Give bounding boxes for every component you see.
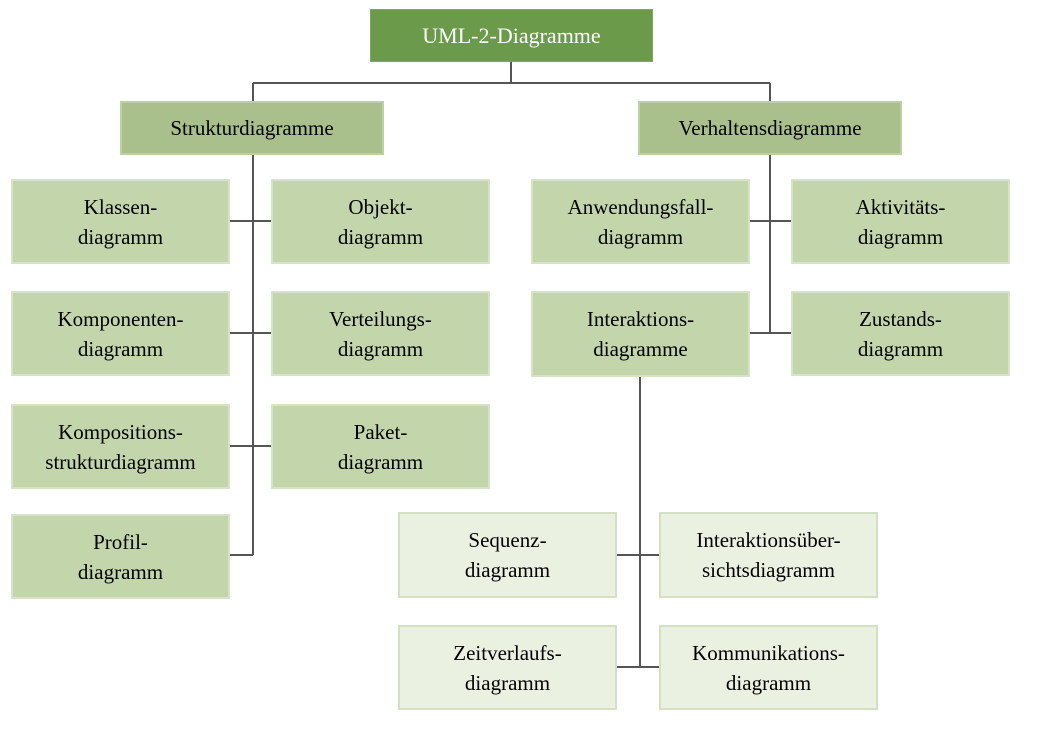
interaction-overview-diagram-line2: sichtsdiagramm: [702, 558, 835, 582]
use-case-diagram-line2: diagramm: [597, 224, 684, 249]
profile-diagram-line2: diagramm: [77, 559, 164, 584]
state-diagram-line1: Zustands-: [859, 306, 942, 331]
profile-diagram-box: Profil- diagramm: [11, 514, 230, 599]
interaction-diagrams-box: Interaktions- diagramme: [531, 291, 750, 377]
state-diagram-box: Zustands- diagramm: [791, 291, 1010, 376]
use-case-diagram-line1: Anwendungsfall-: [567, 194, 714, 219]
class-diagram-box: Klassen- diagramm: [11, 179, 230, 264]
use-case-diagram-box: Anwendungsfall- diagramm: [531, 179, 750, 264]
package-diagram-line1: Paket-: [353, 419, 408, 444]
class-diagram-line1: Klassen-: [83, 194, 158, 219]
deployment-diagram-line1: Verteilungs-: [329, 306, 432, 331]
communication-diagram-line1: Kommunikations-: [692, 640, 845, 665]
interaction-overview-diagram-line1: Interaktionsüber-: [696, 528, 841, 552]
behavior-diagrams-box: Verhaltensdiagramme: [638, 101, 902, 155]
structure-diagrams-label: Strukturdiagramme: [170, 116, 334, 140]
activity-diagram-line2: diagramm: [857, 224, 944, 249]
sequence-diagram-line1: Sequenz-: [468, 528, 547, 552]
structure-diagrams-box: Strukturdiagramme: [120, 101, 384, 155]
component-diagram-box: Komponenten- diagramm: [11, 291, 230, 376]
deployment-diagram-box: Verteilungs- diagramm: [271, 291, 490, 376]
package-diagram-line2: diagramm: [337, 449, 424, 474]
timing-diagram-line2: diagramm: [464, 670, 551, 695]
sequence-diagram-box: Sequenz- diagramm: [398, 512, 617, 598]
object-diagram-line1: Objekt-: [348, 194, 413, 219]
root-label: UML-2-Diagramme: [422, 22, 601, 48]
deployment-diagram-line2: diagramm: [337, 336, 424, 361]
package-diagram-box: Paket- diagramm: [271, 404, 490, 489]
behavior-diagrams-label: Verhaltensdiagramme: [678, 116, 862, 140]
timing-diagram-box: Zeitverlaufs- diagramm: [398, 625, 617, 710]
sequence-diagram-line2: diagramm: [464, 558, 551, 582]
class-diagram-line2: diagramm: [77, 224, 164, 249]
uml-2-diagrams-root-box: UML-2-Diagramme: [370, 9, 653, 62]
communication-diagram-line2: diagramm: [725, 670, 812, 695]
component-diagram-line1: Komponenten-: [57, 306, 184, 331]
object-diagram-box: Objekt- diagramm: [271, 179, 490, 264]
communication-diagram-box: Kommunikations- diagramm: [659, 625, 878, 710]
composite-structure-diagram-line2: strukturdiagramm: [45, 449, 196, 474]
interaction-overview-diagram-box: Interaktionsüber- sichtsdiagramm: [659, 512, 878, 598]
component-diagram-line2: diagramm: [77, 336, 164, 361]
object-diagram-line2: diagramm: [337, 224, 424, 249]
timing-diagram-line1: Zeitverlaufs-: [453, 640, 562, 665]
activity-diagram-box: Aktivitäts- diagramm: [791, 179, 1010, 264]
composite-structure-diagram-box: Kompositions- strukturdiagramm: [11, 404, 230, 489]
interaction-diagrams-line1: Interaktions-: [586, 307, 695, 331]
activity-diagram-line1: Aktivitäts-: [855, 194, 946, 219]
profile-diagram-line1: Profil-: [93, 529, 148, 554]
interaction-diagrams-line2: diagramme: [593, 337, 688, 361]
composite-structure-diagram-line1: Kompositions-: [58, 419, 183, 444]
state-diagram-line2: diagramm: [857, 336, 944, 361]
